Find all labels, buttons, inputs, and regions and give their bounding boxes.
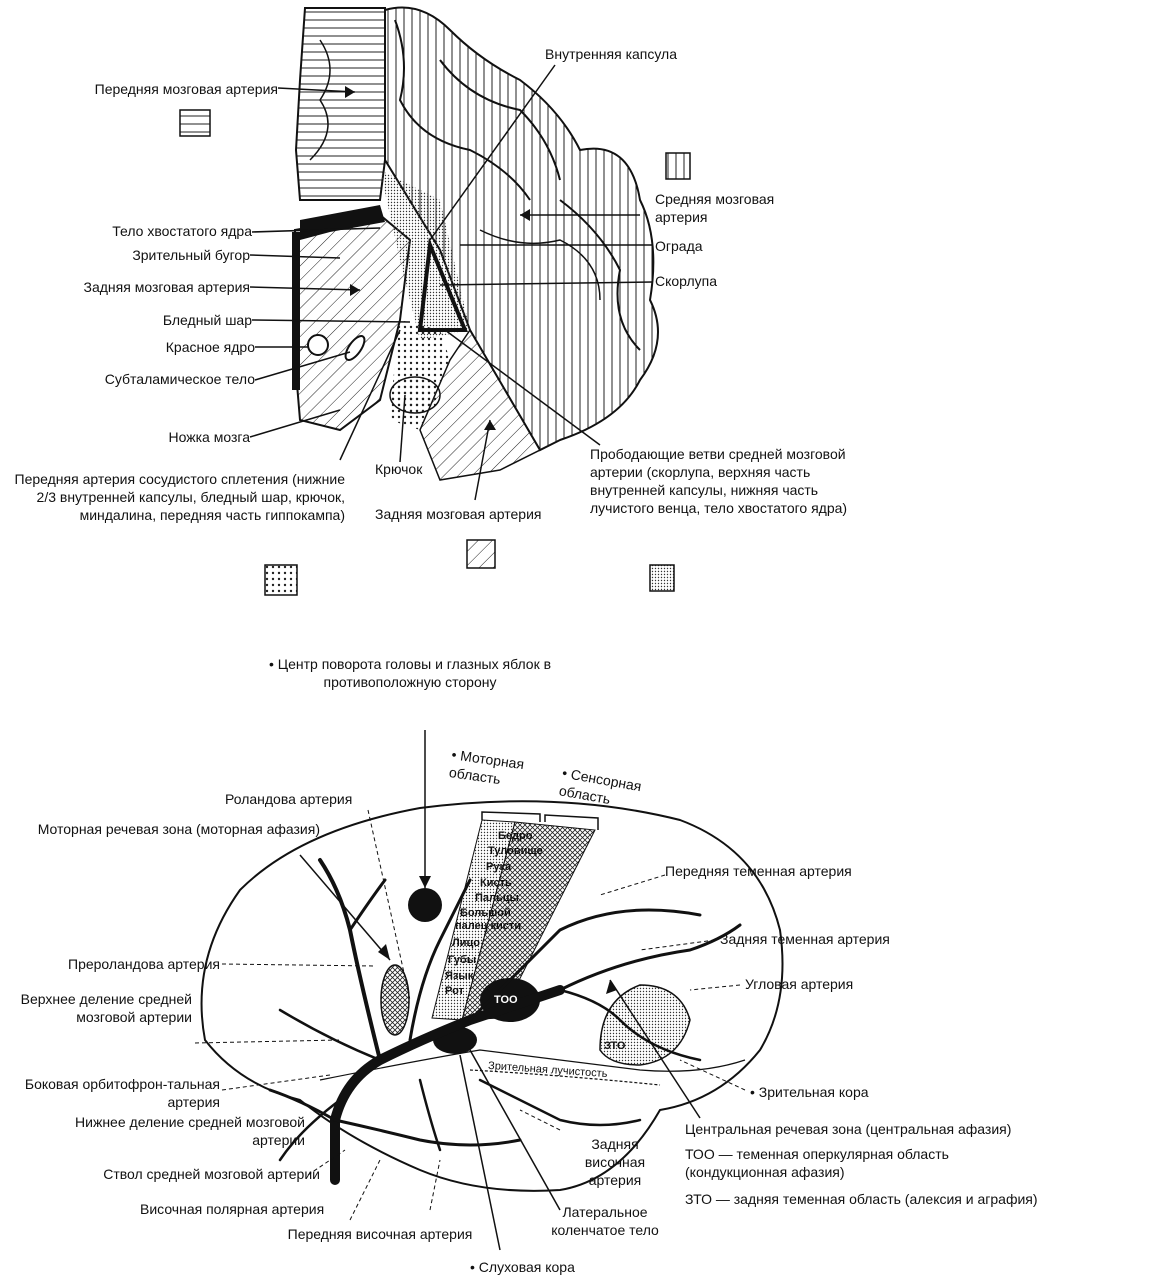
somatotopy-mouth: Рот <box>445 985 464 997</box>
anterior-cerebral-territory <box>296 8 385 200</box>
tag-zto: ЗТО <box>604 1040 625 1052</box>
label-motor-speech: Моторная речевая зона (моторная афазия) <box>5 820 320 838</box>
somatotopy-thumb: Большой <box>460 907 511 919</box>
red-nucleus <box>308 335 328 355</box>
label-post-parietal: Задняя теменная артерия <box>720 930 890 948</box>
label-ant-temporal: Передняя височная артерия <box>280 1225 480 1243</box>
somatotopy-thumb-2: палец кисти <box>455 920 521 932</box>
label-anterior-cerebral: Передняя мозговая артерия <box>20 80 278 98</box>
label-red-nucleus: Красное ядро <box>20 338 255 356</box>
somatotopy-lips: Губы <box>448 954 476 966</box>
label-lateral-orbitofrontal: Боковая орбитофрон-тальная артерия <box>20 1075 220 1111</box>
label-post-temporal: Задняя височная артерия <box>565 1135 665 1189</box>
label-visual-cortex: • Зрительная кора <box>750 1083 869 1101</box>
somatotopy-arm: Рука <box>486 861 511 873</box>
label-posterior-cerebral-2: Задняя мозговая артерия <box>375 505 541 523</box>
label-thalamus: Зрительный бугор <box>20 246 250 264</box>
coronal-section <box>250 8 658 501</box>
head-turn-center <box>408 888 442 922</box>
label-ant-parietal: Передняя теменная артерия <box>665 862 852 880</box>
label-uncus: Крючок <box>375 460 422 478</box>
label-zto-def: ЗТО — задняя теменная область (алексия и… <box>685 1190 1038 1208</box>
label-putamen: Скорлупа <box>655 272 717 290</box>
somatotopy-thigh: Бедро <box>498 830 532 842</box>
somatotopy-trunk: Туловище <box>488 845 543 857</box>
label-rolandic: Роландова артерия <box>225 790 352 808</box>
label-too-def: ТОО — теменная оперкулярная область (кон… <box>685 1145 985 1181</box>
somatotopy-face: Лицо <box>452 937 480 949</box>
label-head-turn: • Центр поворота головы и глазных яблок … <box>240 655 580 691</box>
label-upper-division: Верхнее деление средней мозговой артерии <box>20 990 192 1026</box>
label-lateral-geniculate: Латеральное коленчатое тело <box>525 1203 685 1239</box>
label-caudate-body: Тело хвостатого ядра <box>20 222 252 240</box>
label-angular: Угловая артерия <box>745 975 853 993</box>
label-cerebral-peduncle: Ножка мозга <box>20 428 250 446</box>
label-stem: Ствол средней мозговой артерии <box>10 1165 320 1183</box>
tag-too: ТОО <box>494 994 518 1006</box>
somatotopy-fingers: Пальцы <box>475 892 519 904</box>
label-lower-division: Нижнее деление средней мозговой артерии <box>60 1113 305 1149</box>
label-choroidal: Передняя артерия сосудистого сплетения (… <box>10 470 345 524</box>
somatotopy-hand: Кисть <box>480 877 512 889</box>
label-perforating: Прободающие ветви средней мозговой артер… <box>590 445 880 517</box>
label-globus-pallidus: Бледный шар <box>20 311 252 329</box>
label-auditory: • Слуховая кора <box>470 1258 575 1276</box>
label-middle-cerebral: Средняя мозговая артерия <box>655 190 815 226</box>
label-claustrum: Ограда <box>655 237 703 255</box>
label-central-speech: Центральная речевая зона (центральная аф… <box>685 1120 1011 1138</box>
label-prerolandic: Преролaндова артерия <box>5 955 220 973</box>
label-internal-capsule: Внутренняя капсула <box>545 45 677 63</box>
somatotopy-tongue: Язык <box>445 970 473 982</box>
label-posterior-cerebral: Задняя мозговая артерия <box>20 278 250 296</box>
label-subthalamic: Субталамическое тело <box>20 370 255 388</box>
label-temporal-polar: Височная полярная артерия <box>140 1200 324 1218</box>
